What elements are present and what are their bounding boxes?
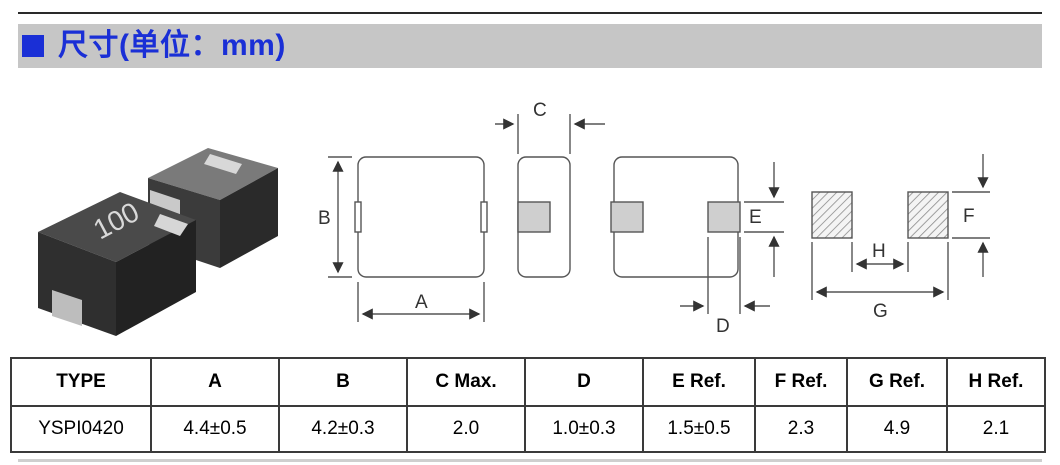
column-header: H Ref. bbox=[946, 357, 1046, 407]
table-row: YSPI0420 4.4±0.5 4.2±0.3 2.0 1.0±0.3 1.5… bbox=[10, 405, 1046, 453]
front-inductor: 100 bbox=[38, 192, 196, 336]
bottom-rule bbox=[18, 459, 1042, 462]
side-view bbox=[495, 114, 605, 278]
column-header: C Max. bbox=[406, 357, 526, 407]
bottom-view bbox=[610, 156, 784, 314]
dimension-table: TYPE A B C Max. D E Ref. F Ref. G Ref. H… bbox=[10, 357, 1046, 453]
label-g: G bbox=[873, 301, 888, 322]
column-header: E Ref. bbox=[642, 357, 756, 407]
label-d: D bbox=[716, 316, 730, 337]
table-cell: 4.4±0.5 bbox=[150, 405, 280, 453]
section-header: 尺寸(单位：mm) bbox=[18, 24, 1042, 68]
dimension-drawing: B A C E D bbox=[318, 100, 990, 337]
label-f: F bbox=[963, 206, 975, 227]
table-cell: 2.0 bbox=[406, 405, 526, 453]
column-header: D bbox=[524, 357, 644, 407]
table-cell: YSPI0420 bbox=[10, 405, 152, 453]
label-e: E bbox=[749, 207, 762, 228]
table-cell: 1.5±0.5 bbox=[642, 405, 756, 453]
top-rule bbox=[18, 12, 1042, 14]
column-header: B bbox=[278, 357, 408, 407]
column-header: G Ref. bbox=[846, 357, 948, 407]
table-cell: 4.9 bbox=[846, 405, 948, 453]
table-cell: 4.2±0.3 bbox=[278, 405, 408, 453]
table-cell: 2.3 bbox=[754, 405, 848, 453]
table-cell: 1.0±0.3 bbox=[524, 405, 644, 453]
column-header: F Ref. bbox=[754, 357, 848, 407]
table-cell: 2.1 bbox=[946, 405, 1046, 453]
top-view bbox=[328, 156, 488, 322]
square-bullet-icon bbox=[22, 35, 44, 57]
inductor-photo: 100 bbox=[38, 148, 278, 336]
table-header-row: TYPE A B C Max. D E Ref. F Ref. G Ref. H… bbox=[10, 357, 1046, 407]
label-c: C bbox=[533, 100, 547, 121]
label-b: B bbox=[318, 208, 331, 229]
column-header: TYPE bbox=[10, 357, 152, 407]
column-header: A bbox=[150, 357, 280, 407]
label-h: H bbox=[872, 241, 886, 262]
label-a: A bbox=[415, 292, 428, 313]
section-title: 尺寸(单位：mm) bbox=[58, 29, 286, 62]
land-pattern bbox=[811, 154, 990, 300]
